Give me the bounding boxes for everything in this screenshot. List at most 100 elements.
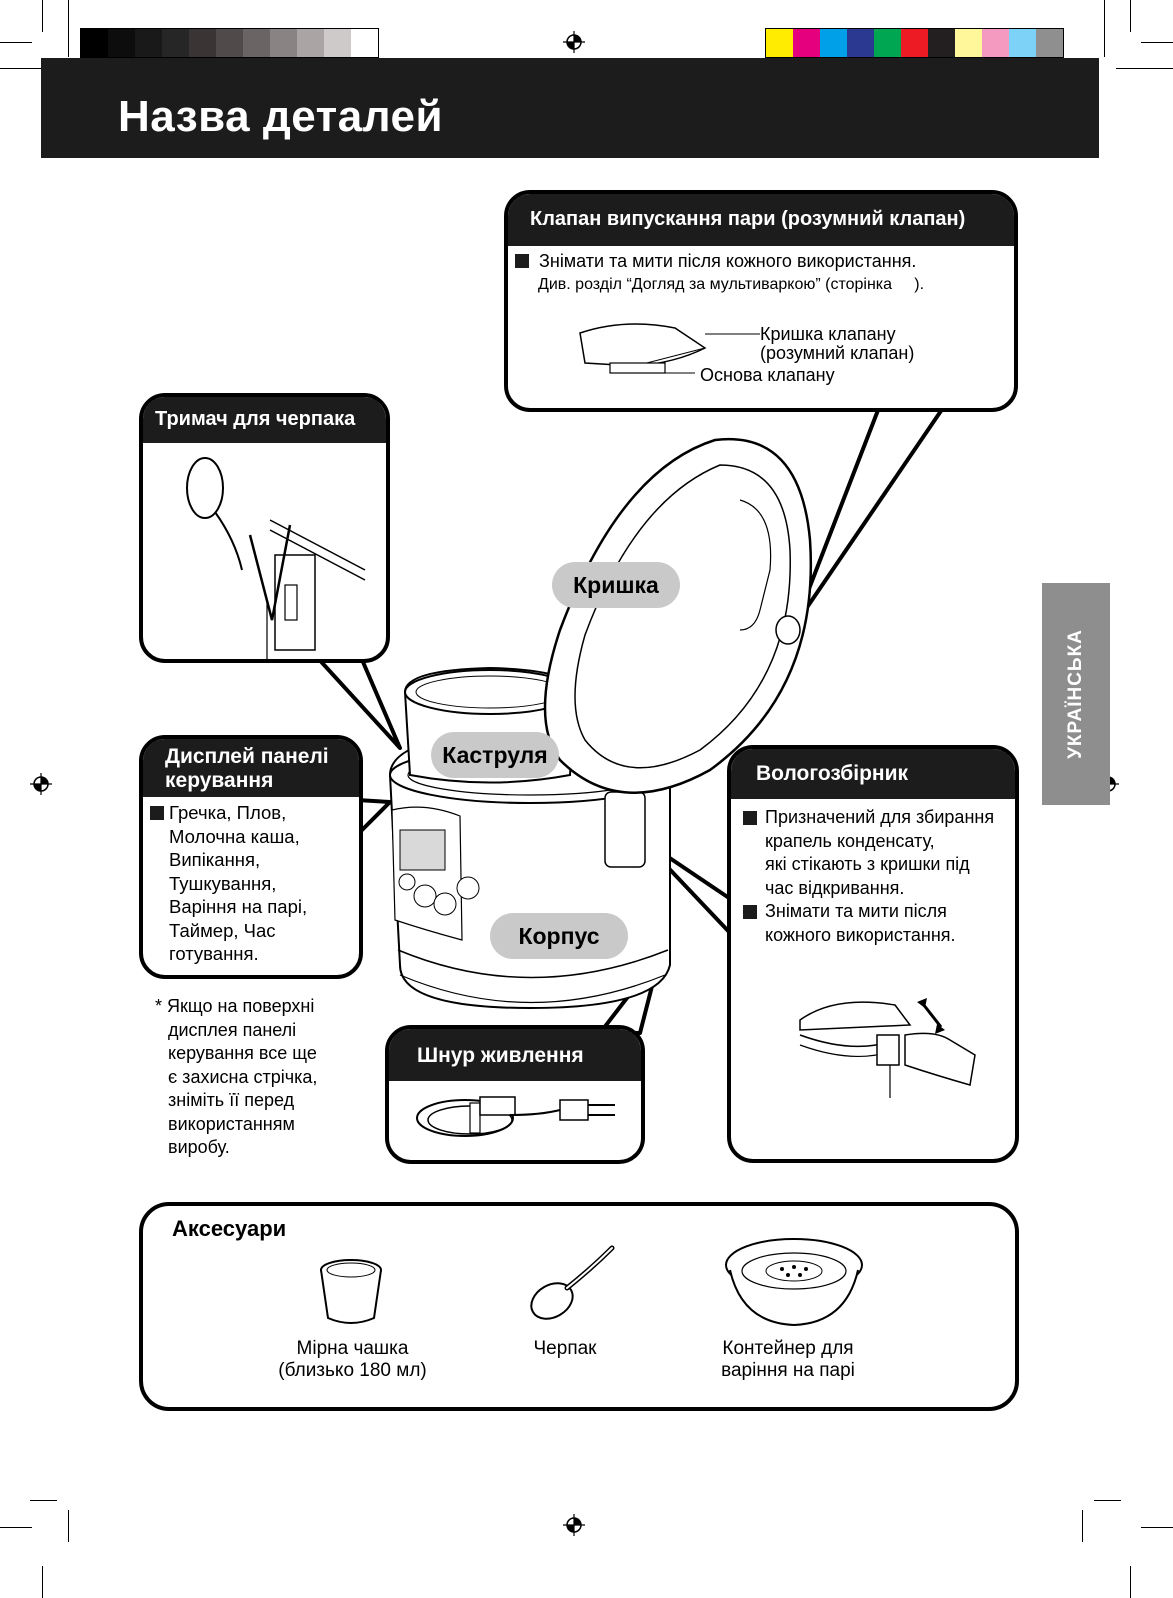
display-mode-line: Тушкування, — [169, 872, 277, 894]
crop-mark — [42, 1566, 43, 1598]
crop-mark — [42, 0, 43, 32]
display-mode-line: Варіння на парі, — [169, 896, 308, 917]
grey-scale-bar — [80, 28, 379, 58]
footnote-line: керування все ще — [168, 1043, 317, 1063]
color-swatch — [874, 29, 901, 57]
crop-mark — [1141, 42, 1173, 43]
collector-text-line: Призначений для збирання — [765, 807, 995, 827]
color-swatch — [793, 29, 820, 57]
valve-drawing — [579, 323, 760, 374]
power-cord-drawing — [416, 1096, 615, 1137]
color-swatch — [162, 29, 189, 57]
crop-mark — [1082, 1510, 1083, 1542]
ladle-holder-heading: Тримач для черпака — [143, 397, 386, 443]
display-panel-box: Дисплей панелі керування — [139, 735, 363, 979]
accessory-label: Черпак — [533, 1338, 597, 1359]
language-tab: УКРАЇНСЬКА — [1042, 583, 1110, 805]
color-swatch — [1036, 29, 1063, 57]
color-swatch — [1009, 29, 1036, 57]
steam-valve-heading: Клапан випускання пари (розумний клапан) — [508, 194, 1014, 246]
crop-mark — [1094, 1500, 1121, 1501]
page-title: Назва деталей — [118, 92, 444, 141]
accessory-item-measuring-cup: Мірна чашка (близько 180 мл) — [255, 1338, 450, 1382]
crop-mark — [1116, 68, 1173, 69]
valve-note-1: Знімати та мити після кожного використан… — [515, 250, 916, 274]
crop-mark — [0, 42, 32, 43]
registration-mark-icon — [30, 773, 52, 795]
title-bar — [41, 58, 1099, 158]
color-swatch — [901, 29, 928, 57]
color-swatch — [982, 29, 1009, 57]
registration-mark-icon — [563, 31, 585, 53]
footnote-line: зніміть її перед — [168, 1090, 295, 1110]
crop-mark — [30, 1500, 57, 1501]
accessory-label-sub: варіння на парі — [721, 1360, 855, 1381]
color-swatch — [766, 29, 793, 57]
bullet-icon — [743, 811, 757, 825]
color-swatch — [847, 29, 874, 57]
condensation-collector-box: Вологозбірник — [727, 745, 1019, 1163]
color-swatch — [297, 29, 324, 57]
collector-text-line: крапель конденсату, — [765, 830, 935, 851]
collector-text-line: які стікають з кришки під — [765, 854, 970, 874]
display-mode-line: Молочна каша, — [169, 825, 300, 847]
condensation-collector-heading: Вологозбірник — [731, 749, 1015, 799]
crop-mark — [68, 0, 69, 57]
collector-removal-drawing — [799, 998, 976, 1098]
bullet-icon — [743, 905, 757, 919]
footnote-line: є захисна стрічка, — [168, 1066, 318, 1087]
bullet-icon — [150, 806, 164, 820]
color-swatch — [928, 29, 955, 57]
valve-cover-label-sub: (розумний клапан) — [760, 343, 915, 363]
valve-base-label: Основа клапану — [700, 365, 835, 385]
pot-label: Каструля — [431, 732, 559, 778]
color-swatch — [270, 29, 297, 57]
display-panel-heading: Дисплей панелі керування — [143, 739, 359, 797]
collector-purpose-text: Призначений для збирання крапель конденс… — [765, 806, 994, 900]
display-heading-line-1: Дисплей панелі — [165, 745, 329, 768]
color-swatch — [351, 29, 378, 57]
display-mode-line: Випікання, — [169, 849, 261, 870]
color-swatch — [820, 29, 847, 57]
collector-clean-text: Знімати та мити після кожного використан… — [765, 900, 956, 947]
display-mode-line: готування. — [169, 943, 259, 964]
footnote-line: виробу. — [168, 1137, 230, 1157]
valve-cover-label: Кришка клапану — [760, 324, 896, 344]
accessory-item-ladle: Черпак — [505, 1338, 625, 1360]
color-swatch — [243, 29, 270, 57]
display-mode-line: Гречка, Плов, — [169, 802, 287, 823]
color-swatch — [81, 29, 108, 57]
lid-label: Кришка — [552, 562, 680, 608]
steam-valve-box: Клапан випускання пари (розумний клапан) — [504, 190, 1018, 412]
protective-film-footnote: * Якщо на поверхні дисплея панелі керува… — [155, 995, 317, 1160]
color-swatch — [324, 29, 351, 57]
bullet-icon — [515, 254, 529, 268]
color-swatch — [216, 29, 243, 57]
accessory-label-sub: (близько 180 мл) — [278, 1360, 427, 1381]
crop-mark — [0, 68, 57, 69]
color-swatch — [135, 29, 162, 57]
crop-mark — [68, 1510, 69, 1542]
crop-mark — [1130, 0, 1131, 32]
ladle-holder-box: Тримач для черпака — [139, 393, 390, 663]
registration-mark-icon — [563, 1514, 585, 1536]
color-swatch — [955, 29, 982, 57]
crop-mark — [1104, 0, 1105, 57]
ladle-holder-drawing — [186, 457, 366, 660]
collector-text-line: час відкривання. — [765, 877, 905, 898]
body-label: Корпус — [490, 913, 628, 959]
power-cord-box: Шнур живлення — [385, 1025, 645, 1164]
power-cord-heading: Шнур живлення — [389, 1029, 641, 1081]
crop-mark — [1130, 1566, 1131, 1598]
valve-note-2: Див. розділ “Догляд за мультиваркою” (ст… — [538, 276, 925, 293]
crop-mark — [1141, 1527, 1173, 1528]
ladle-icon — [530, 1245, 615, 1320]
accessories-box — [139, 1202, 1019, 1411]
accessory-item-steaming-container: Контейнер для варіння на парі — [693, 1338, 883, 1382]
footnote-line: використанням — [168, 1113, 295, 1134]
steaming-container-icon — [725, 1238, 863, 1327]
display-mode-line: Таймер, Час — [169, 919, 276, 941]
footnote-line: * Якщо на поверхні — [155, 996, 315, 1016]
crop-mark — [0, 1527, 32, 1528]
accessory-label: Контейнер для — [722, 1338, 854, 1359]
